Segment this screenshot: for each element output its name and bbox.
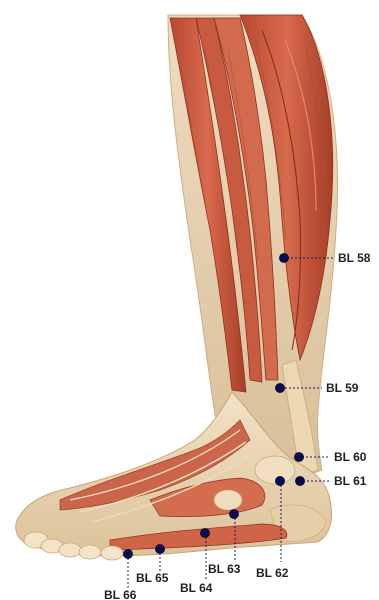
label-bl59: BL 59: [326, 381, 359, 395]
bl64-dot-icon[interactable]: [201, 529, 210, 538]
label-bl66: BL 66: [104, 588, 137, 600]
lower-leg: [168, 15, 338, 482]
label-bl62: BL 62: [256, 566, 289, 580]
label-bl58: BL 58: [338, 251, 371, 265]
bl65-dot-icon[interactable]: [156, 545, 165, 554]
label-bl63: BL 63: [208, 562, 241, 576]
label-bl64: BL 64: [180, 581, 213, 595]
bl61-dot-icon[interactable]: [296, 477, 305, 486]
label-bl60: BL 60: [334, 450, 367, 464]
bl58-dot-icon[interactable]: [280, 254, 289, 263]
bl59-dot-icon[interactable]: [276, 384, 285, 393]
bl63-dot-icon[interactable]: [230, 510, 239, 519]
label-bl61: BL 61: [334, 474, 367, 488]
label-bl65: BL 65: [136, 571, 169, 585]
bl60-dot-icon[interactable]: [295, 453, 304, 462]
bl66-dot-icon[interactable]: [124, 550, 133, 559]
bl62-dot-icon[interactable]: [276, 477, 285, 486]
